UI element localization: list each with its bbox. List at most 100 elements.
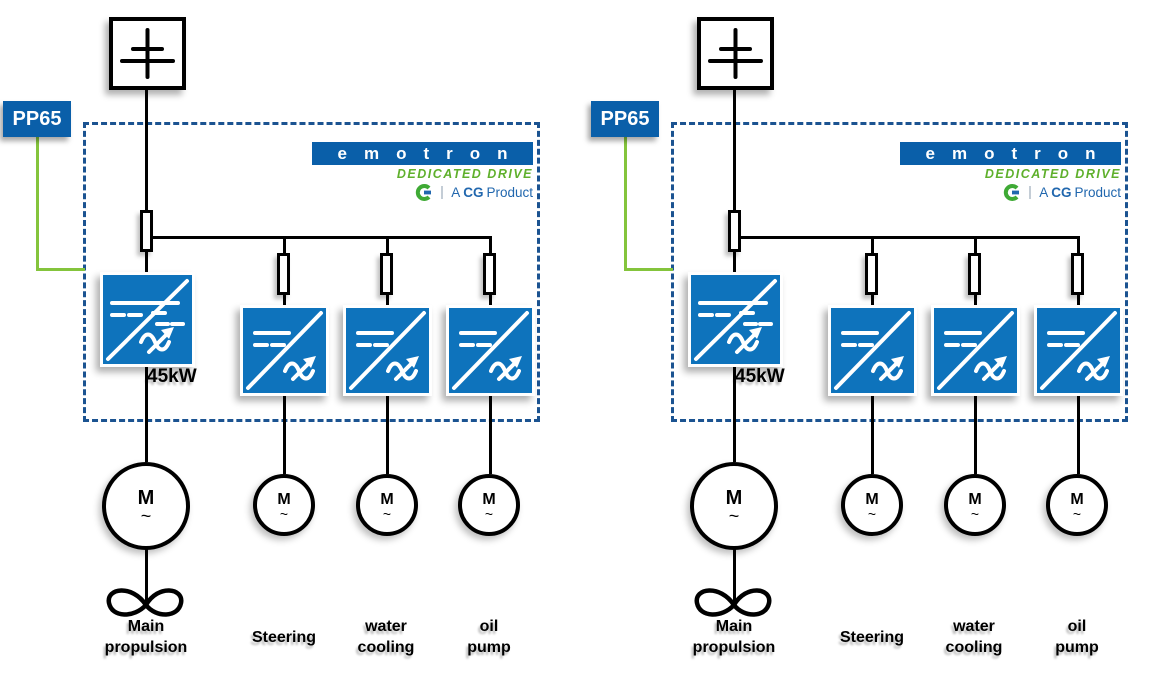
propeller-icon (694, 588, 772, 617)
water-cooling-drive (343, 305, 432, 396)
propeller-icon (106, 588, 184, 617)
label-line: pump (1055, 639, 1099, 656)
motor-wire (974, 396, 977, 474)
motor-symbol: M ~ (690, 462, 778, 550)
motor-letter: M (380, 490, 394, 508)
product-prefix: A (1039, 184, 1049, 200)
motor-wire (871, 396, 874, 474)
motor-letter: M (137, 487, 155, 509)
label-line: pump (467, 639, 511, 656)
main-inverter-icon (106, 279, 189, 361)
motor-symbol: M ~ (102, 462, 190, 550)
brand-tagline: DEDICATED DRIVE (396, 167, 533, 181)
product-prefix: A (451, 184, 461, 200)
label-line: Main (127, 618, 165, 635)
fuse-icon (277, 253, 290, 295)
motor-symbol: M ~ (944, 474, 1006, 536)
motor-symbol: M ~ (356, 474, 418, 536)
fuse-icon (140, 210, 153, 252)
main-propulsion-drive (688, 272, 783, 367)
fuse-icon (380, 253, 393, 295)
motor-letter: M (482, 490, 496, 508)
motor-wire (145, 367, 148, 462)
steering-drive (240, 305, 329, 396)
pp65-badge: PP65 (3, 101, 71, 137)
label-line: cooling (945, 639, 1003, 656)
motor-wire (733, 367, 736, 462)
pp65-badge: PP65 (591, 101, 659, 137)
load-label-steering: Steering (184, 612, 384, 662)
ac-wave: ~ (279, 505, 289, 522)
ac-wave: ~ (484, 505, 494, 522)
motor-wire (283, 396, 286, 474)
label-line: water (953, 618, 995, 635)
dc-bus-line (733, 236, 1080, 239)
product-suffix: Product (1074, 184, 1121, 200)
label-line: Steering (251, 628, 316, 646)
motor-letter: M (968, 490, 982, 508)
drive-system-panel-2: PP65 45kW (588, 0, 1155, 696)
steering-drive (828, 305, 917, 396)
label-line: cooling (357, 639, 415, 656)
fuse-icon (483, 253, 496, 295)
oil-pump-drive (1034, 305, 1123, 396)
load-label-water-cooling: water cooling (874, 612, 1074, 662)
load-label-main-propulsion: Main propulsion (634, 612, 834, 662)
inverter-icon (834, 311, 911, 390)
label-line: oil (1067, 618, 1087, 635)
water-cooling-drive (931, 305, 1020, 396)
ac-wave: ~ (867, 505, 877, 522)
inverter-icon (452, 311, 529, 390)
logo-divider (441, 185, 444, 199)
product-suffix: Product (486, 184, 533, 200)
motor-letter: M (277, 490, 291, 508)
fuse-icon (728, 210, 741, 252)
motor-letter: M (865, 490, 879, 508)
cg-logo-icon (1004, 183, 1020, 201)
motor-symbol: M ~ (253, 474, 315, 536)
logo-divider (1029, 185, 1032, 199)
label-line: Main (715, 618, 753, 635)
propeller-shaft-line (733, 548, 736, 606)
motor-symbol: M ~ (841, 474, 903, 536)
ac-wave: ~ (382, 505, 392, 522)
inverter-icon (349, 311, 426, 390)
ac-wave: ~ (1072, 505, 1082, 522)
label-line: oil (479, 618, 499, 635)
control-wire-green (624, 137, 627, 271)
label-line: Steering (839, 628, 904, 646)
drive-cabinet-outline (671, 122, 1128, 422)
load-label-steering: Steering (772, 612, 972, 662)
motor-wire (489, 396, 492, 474)
dc-bus-line (145, 236, 492, 239)
drive-system-panel-1: PP65 45kW (0, 0, 567, 696)
motor-symbol: M ~ (1046, 474, 1108, 536)
ac-wave: ~ (970, 505, 980, 522)
load-label-main-propulsion: Main propulsion (46, 612, 246, 662)
power-rating: 45kW (147, 366, 197, 387)
drive-cabinet-outline (83, 122, 540, 422)
motor-wire (386, 396, 389, 474)
motor-wire (1077, 396, 1080, 474)
control-wire-green (36, 137, 39, 271)
motor-letter: M (1070, 490, 1084, 508)
inverter-icon (246, 311, 323, 390)
fuse-icon (1071, 253, 1084, 295)
inverter-icon (1040, 311, 1117, 390)
ac-wave: ~ (728, 506, 740, 526)
control-wire-green (36, 268, 85, 271)
propeller-shaft-line (145, 548, 148, 606)
control-wire-green (624, 268, 673, 271)
cg-logo-icon (416, 183, 432, 201)
brand-bar: emotron (900, 142, 1121, 165)
supply-wire (145, 90, 148, 275)
label-line: propulsion (692, 639, 776, 656)
power-source-box (109, 17, 186, 90)
label-line: propulsion (104, 639, 188, 656)
